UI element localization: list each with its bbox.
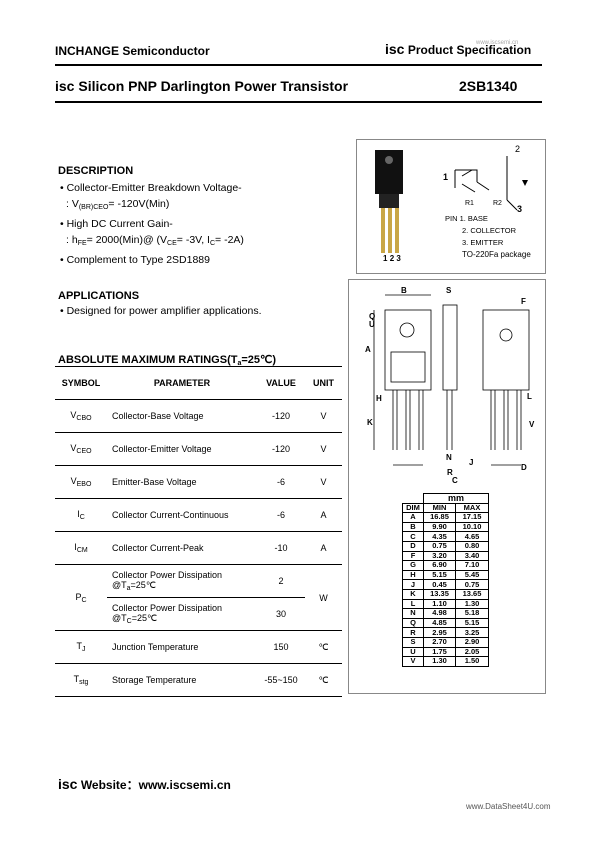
part-number: 2SB1340 [459, 78, 518, 94]
dim-letter-u: U [369, 320, 375, 329]
dim-letter-n: N [446, 453, 452, 462]
dim-letter-h: H [376, 394, 382, 403]
r1-label: R1 [465, 200, 474, 207]
circuit-pin2: 2 [515, 144, 521, 154]
description-list: • Collector-Emitter Breakdown Voltage- :… [60, 180, 350, 268]
col-symbol: SYMBOL [55, 366, 107, 400]
top-watermark: www.iscsemi.cn [476, 40, 519, 46]
pinout-box: 2 1 3 R1 R2 PIN 1. BASE 2. COLLECTOR 3. … [356, 139, 546, 274]
desc-bullet-2: • High DC Current Gain- [60, 218, 173, 230]
col-unit: UNIT [305, 366, 342, 400]
dim-letter-k: K [367, 418, 373, 427]
dim-letter-q: Q [369, 312, 376, 321]
desc-vceo: : V(BR)CEO= -120V(Min) [66, 198, 170, 211]
desc-hfe: : hFE= 2000(Min)@ (VCE= -3V, IC= -2A) [66, 234, 244, 247]
dim-letter-r: R [447, 468, 453, 477]
lead-numbers: 1 2 3 [383, 254, 401, 263]
dimensions-box: B S F Q U A H K L V N R J C D [348, 279, 546, 694]
header-rule [55, 64, 542, 66]
title-isc: isc [55, 78, 75, 94]
website-link[interactable]: www.iscsemi.cn [138, 778, 231, 792]
company-name: INCHANGE Semiconductor [55, 44, 210, 58]
applications-heading: APPLICATIONS [58, 290, 140, 302]
dim-letter-s: S [446, 286, 452, 295]
desc-bullet-1: • Collector-Emitter Breakdown Voltage- [60, 182, 242, 194]
dim-letter-f: F [521, 297, 526, 306]
applications-bullet: • Designed for power amplifier applicati… [60, 305, 262, 317]
desc-bullet-3: • Complement to Type 2SD1889 [60, 254, 210, 266]
dim-unit: mm [423, 493, 489, 504]
package-outline-drawing [373, 294, 530, 466]
dim-letter-v: V [529, 420, 535, 429]
package-pinout-diagram [375, 150, 528, 253]
circuit-pin1: 1 [443, 172, 449, 182]
dim-letter-c: C [452, 476, 458, 485]
pin-legend: PIN 1. BASE 2. COLLECTOR 3. EMITTER TO-2… [445, 214, 531, 259]
col-value: VALUE [257, 366, 305, 400]
footer-watermark: www.DataSheet4U.com [466, 802, 551, 811]
dim-letter-b: B [401, 286, 407, 295]
spec-label: Product Specification [407, 43, 532, 57]
title-rule [55, 101, 542, 103]
footer-website: isc Website：www.iscsemi.cn [58, 776, 231, 792]
dim-letter-d: D [521, 463, 527, 472]
isc-logo: isc [385, 41, 405, 57]
circuit-pin3: 3 [517, 204, 523, 214]
ratings-heading: ABSOLUTE MAXIMUM RATINGS(Ta=25℃) [58, 354, 277, 367]
col-parameter: PARAMETER [107, 366, 257, 400]
page-title: isc Silicon PNP Darlington Power Transis… [55, 78, 348, 94]
spec-header: isc Product Specification [385, 41, 531, 57]
dim-letter-j: J [469, 458, 474, 467]
description-heading: DESCRIPTION [58, 165, 134, 177]
dim-letter-l: L [527, 392, 532, 401]
r2-label: R2 [493, 200, 502, 207]
dim-letter-a: A [365, 345, 371, 354]
title-text: Silicon PNP Darlington Power Transistor [78, 78, 349, 94]
